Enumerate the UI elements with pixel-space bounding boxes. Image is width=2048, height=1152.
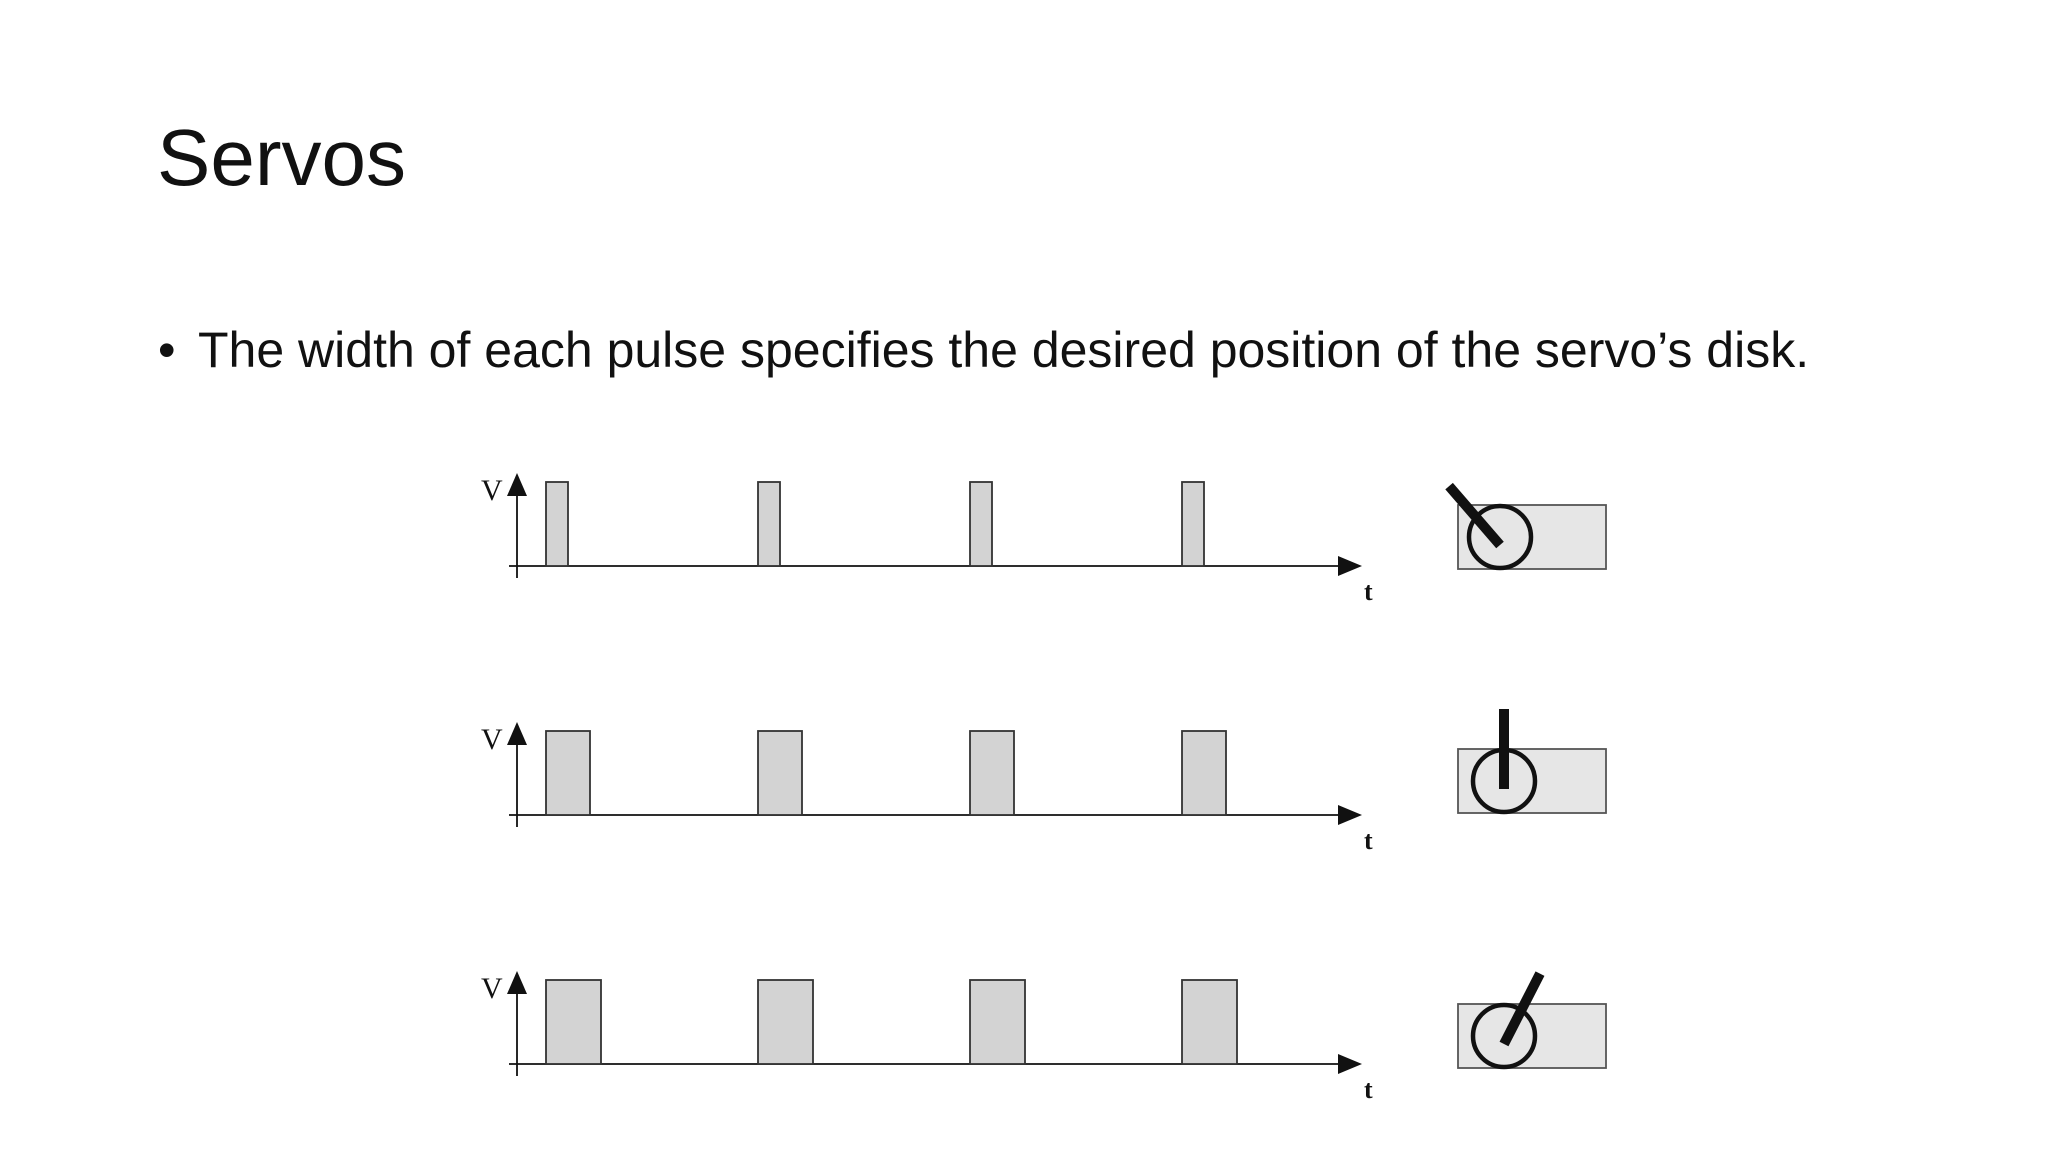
t-axis-label: t	[1364, 826, 1373, 855]
slide-title: Servos	[157, 113, 406, 202]
pulse-bar	[969, 979, 1026, 1065]
v-axis-arrow-icon	[507, 971, 527, 994]
v-axis-arrow-icon	[507, 473, 527, 496]
t-axis-arrow-icon	[1338, 556, 1362, 576]
pulse-bar	[757, 730, 803, 816]
pulse-bar	[757, 979, 814, 1065]
pulse-bar	[545, 481, 569, 567]
v-axis-label: V	[481, 723, 503, 756]
servo-disk	[1466, 503, 1534, 571]
pulse-bar	[757, 481, 781, 567]
t-axis-label: t	[1364, 1075, 1373, 1104]
t-axis-arrow-icon	[1338, 805, 1362, 825]
t-axis-label: t	[1364, 577, 1373, 606]
pulse-bar	[545, 979, 602, 1065]
v-axis-label: V	[481, 972, 503, 1005]
bullet-dot-icon: •	[158, 322, 176, 378]
servo-arm	[1499, 971, 1545, 1047]
v-axis-arrow-icon	[507, 722, 527, 745]
pulse-bar	[969, 481, 993, 567]
bullet-text: The width of each pulse specifies the de…	[198, 322, 1810, 378]
pulse-bar	[1181, 730, 1227, 816]
t-axis-arrow-icon	[1338, 1054, 1362, 1074]
pulse-bar	[1181, 979, 1238, 1065]
servo-body	[1457, 748, 1607, 814]
v-axis-label: V	[481, 474, 503, 507]
pulse-bar	[1181, 481, 1205, 567]
pulse-bar	[545, 730, 591, 816]
bullet-point: • The width of each pulse specifies the …	[158, 318, 1878, 382]
pulse-bar	[969, 730, 1015, 816]
servo-arm	[1445, 482, 1504, 549]
servo-disk	[1470, 1002, 1538, 1070]
